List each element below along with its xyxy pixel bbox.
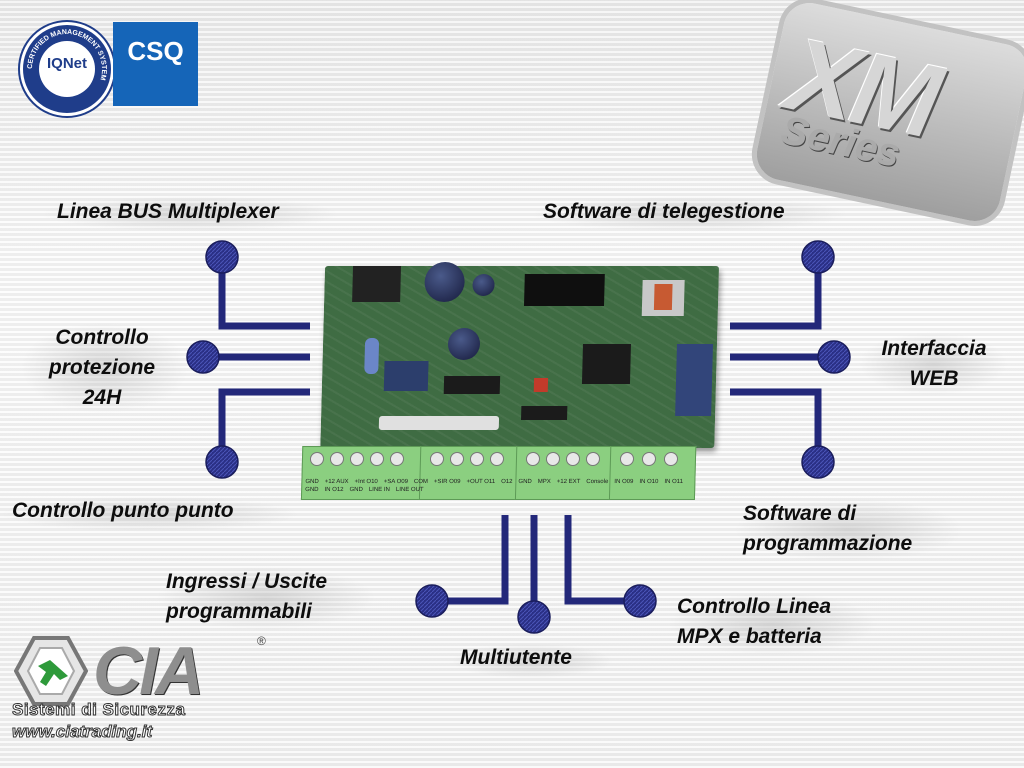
terminal-label: IN O10 — [639, 479, 659, 485]
node-telegestione — [801, 240, 835, 274]
terminal-label: GND — [518, 479, 532, 485]
terminal-label: GND — [305, 479, 319, 485]
label-multiutente: Multiutente — [460, 646, 572, 669]
label-protezione: Controllo protezione 24H — [36, 323, 168, 413]
iqnet-certification-logo: IQNet CERTIFIED MANAGEMENT SYSTEM — [20, 22, 114, 116]
wire-telegestione — [730, 257, 822, 330]
terminal-label: IN O11 — [664, 479, 684, 485]
label-web: Interfaccia WEB — [866, 334, 1002, 394]
wire-programmazione — [730, 388, 822, 462]
company-tagline: Sistemi di Sicurezza — [11, 700, 186, 720]
cia-emblem-icon — [14, 636, 88, 706]
terminal-label: IN O12 — [324, 487, 344, 493]
label-telegestione: Software di telegestione — [543, 200, 785, 223]
terminal-label: MPX — [537, 479, 551, 485]
terminal-label: +SA O09 — [383, 479, 409, 485]
terminal-label: +OUT O11 — [466, 479, 496, 485]
node-punto — [205, 445, 239, 479]
iqnet-text: IQNet — [46, 55, 87, 72]
csq-text: CSQ — [127, 36, 184, 66]
terminal-label: IN O09 — [614, 479, 634, 485]
node-multiutente — [517, 600, 551, 634]
label-ingressi-uscite: Ingressi / Uscite programmabili — [166, 567, 327, 627]
circuit-board-image: GND +12 AUX +Int O10 +SA O09 COM +SIR O0… — [297, 262, 721, 500]
cia-wordmark: CIA — [93, 633, 204, 709]
label-ingressi-line1: Ingressi / Uscite — [166, 570, 328, 593]
node-web — [817, 340, 851, 374]
terminal-label: LINE IN — [368, 487, 390, 493]
wire-mpx — [564, 515, 640, 605]
label-mpx-line1: Controllo Linea — [677, 595, 831, 618]
wire-ingressi — [432, 515, 509, 605]
terminal-label: +Int O10 — [354, 479, 378, 485]
csq-certification-logo: CSQ — [113, 22, 198, 106]
label-mpx-line2: MPX e batteria — [677, 625, 822, 648]
label-linea-mpx: Controllo Linea MPX e batteria — [677, 592, 831, 652]
label-web-line1: Interfaccia — [881, 337, 987, 360]
terminal-label: GND — [305, 487, 319, 493]
node-mpx — [623, 584, 657, 618]
terminal-labels: GND +12 AUX +Int O10 +SA O09 COM +SIR O0… — [305, 478, 695, 494]
label-protezione-line2: protezione — [48, 356, 156, 379]
label-programmazione: Software di programmazione — [743, 499, 912, 559]
terminal-label: LINE OUT — [395, 487, 424, 493]
registered-mark: ® — [257, 634, 266, 648]
label-punto-punto: Controllo punto punto — [12, 499, 234, 522]
label-programmazione-line1: Software di — [743, 502, 857, 525]
terminal-label: O12 — [501, 479, 513, 485]
label-web-line2: WEB — [909, 367, 959, 390]
label-protezione-line1: Controllo — [55, 326, 149, 349]
label-programmazione-line2: programmazione — [743, 532, 913, 555]
wire-bus — [218, 257, 310, 330]
terminal-label: +SIR O09 — [433, 479, 461, 485]
node-bus — [205, 240, 239, 274]
terminal-label: GND — [349, 487, 363, 493]
terminal-label: +12 AUX — [324, 479, 349, 485]
node-ingressi — [415, 584, 449, 618]
terminal-label: +12 EXT — [556, 479, 581, 485]
node-protezione — [186, 340, 220, 374]
terminal-label: COM — [413, 479, 429, 485]
node-programmazione — [801, 445, 835, 479]
wire-punto — [218, 388, 310, 462]
label-bus-multiplexer: Linea BUS Multiplexer — [57, 200, 279, 223]
company-website: www.ciatrading.it — [11, 722, 153, 742]
label-ingressi-line2: programmabili — [166, 600, 312, 623]
terminal-label: Console — [586, 479, 609, 485]
label-protezione-line3: 24H — [82, 386, 122, 409]
